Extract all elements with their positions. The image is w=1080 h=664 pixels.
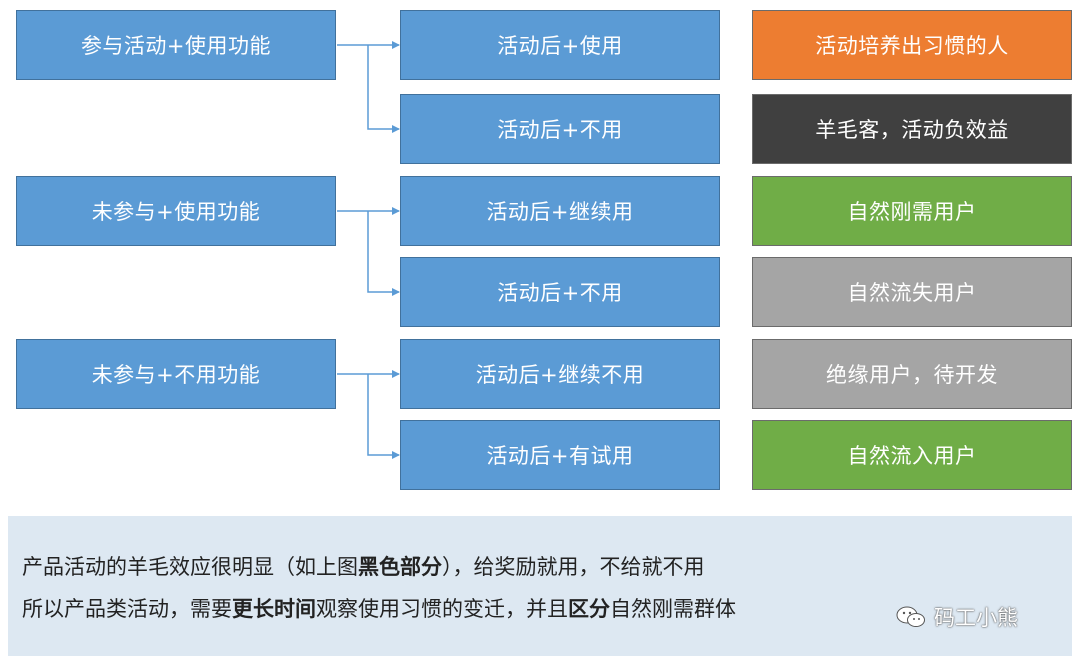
result-box-natural-core: 自然刚需用户 — [752, 176, 1072, 246]
source-box-notjoined-unused: 未参与+不用功能 — [16, 339, 336, 409]
behavior-box: 活动后+使用 — [400, 10, 720, 80]
behavior-box: 活动后+有试用 — [400, 420, 720, 490]
watermark: 码工小熊 — [896, 603, 1018, 631]
result-box-insulated: 绝缘用户，待开发 — [752, 339, 1072, 409]
connector-arrow — [367, 211, 400, 296]
behavior-box: 活动后+继续用 — [400, 176, 720, 246]
connector-arrow — [367, 45, 400, 133]
behavior-box: 活动后+不用 — [400, 94, 720, 164]
wechat-icon — [896, 605, 926, 629]
source-box-notjoined-used: 未参与+使用功能 — [16, 176, 336, 246]
note-line-2: 所以产品类活动，需要更长时间观察使用习惯的变迁，并且区分自然刚需群体 — [22, 597, 736, 621]
result-box-habit-formed: 活动培养出习惯的人 — [752, 10, 1072, 80]
watermark-text: 码工小熊 — [934, 606, 1018, 630]
note-panel: 产品活动的羊毛效应很明显（如上图黑色部分），给奖励就用，不给就不用 所以产品类活… — [8, 516, 1072, 656]
note-line-1: 产品活动的羊毛效应很明显（如上图黑色部分），给奖励就用，不给就不用 — [22, 555, 705, 579]
result-box-natural-churn: 自然流失用户 — [752, 257, 1072, 327]
result-box-natural-inflow: 自然流入用户 — [752, 420, 1072, 490]
result-box-freeloader: 羊毛客，活动负效益 — [752, 94, 1072, 164]
behavior-box: 活动后+继续不用 — [400, 339, 720, 409]
source-box-joined-used: 参与活动+使用功能 — [16, 10, 336, 80]
behavior-box: 活动后+不用 — [400, 257, 720, 327]
connector-arrow — [367, 374, 400, 459]
